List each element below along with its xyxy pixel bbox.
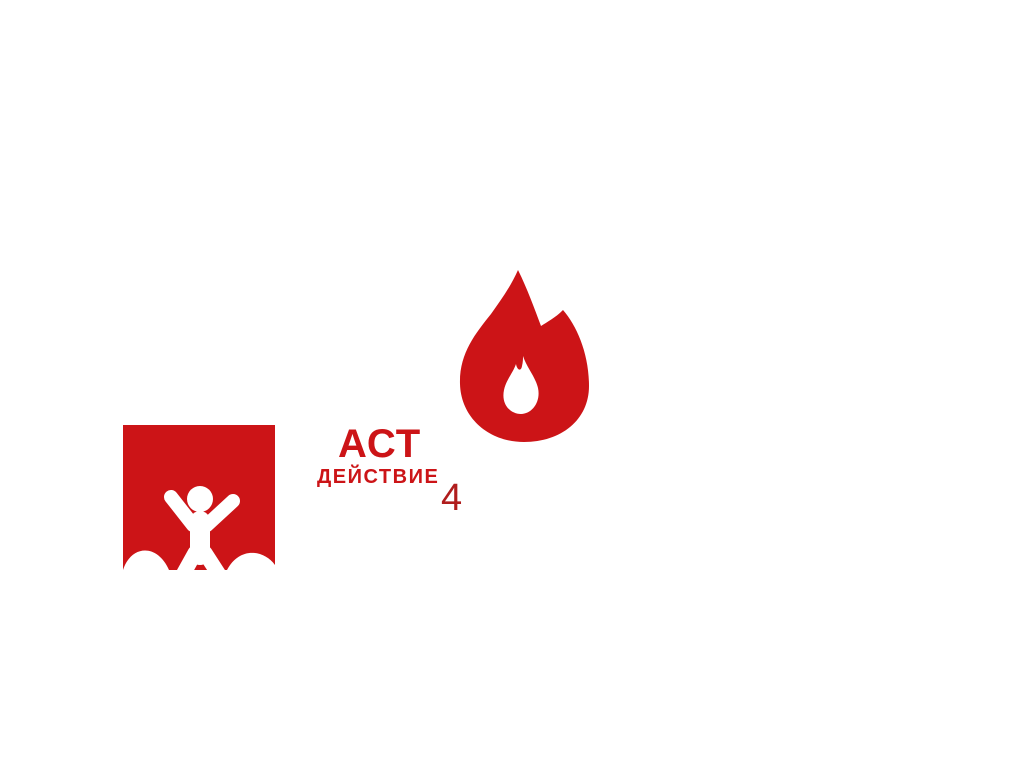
wave-shape-left bbox=[123, 550, 169, 570]
person-logo-square bbox=[123, 425, 275, 570]
person-raised-arms-icon bbox=[123, 486, 275, 570]
wave-shape-right bbox=[227, 552, 275, 570]
logo-subtitle: ДЕЙСТВИЕ bbox=[317, 466, 440, 488]
logo-number: 4 bbox=[441, 477, 463, 519]
flame-icon bbox=[459, 270, 589, 442]
logo-title: АСТ bbox=[338, 422, 422, 466]
